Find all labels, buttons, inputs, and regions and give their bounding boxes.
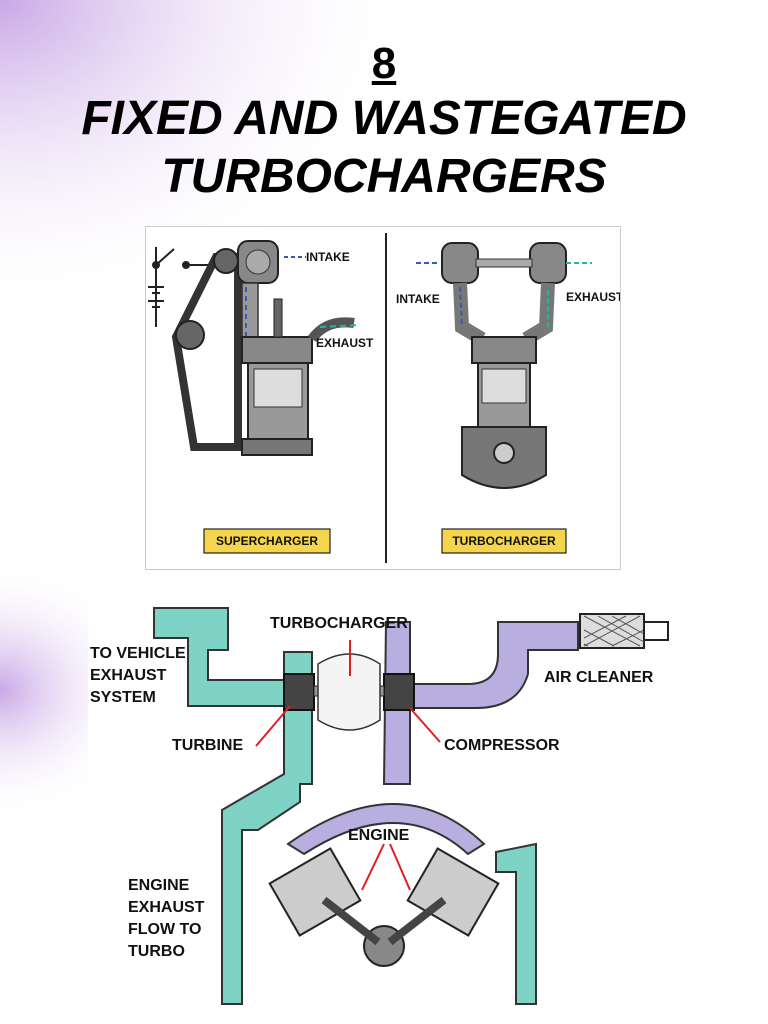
turbocharger-panel: INTAKE EXHAUST TURBOCHARGER [396,242,620,554]
turbo-system-diagram: TURBOCHARGER TO VEHICLE EXHAUST SYSTEM A… [90,607,669,1005]
spark-plug [273,298,283,338]
exhaust-flow-label-4: TURBO [128,943,185,960]
turbocharger-tag-text: TURBOCHARGER [452,534,556,548]
turbocharger-intake-label: INTAKE [396,292,440,306]
piston [253,368,303,408]
turbo-piston [481,368,527,404]
comparison-diagram: INTAKE EXHAUST SUPERCHARGER [148,233,620,563]
air-inlet-pipe [643,621,669,641]
supercharger-intake-label: INTAKE [306,250,350,264]
turbo-shaft [475,258,533,268]
v-engine [268,847,500,967]
to-vehicle-label-1: TO VEHICLE [90,645,186,662]
crankcase [241,438,313,456]
right-cylinder [406,847,500,937]
turbocharger-exhaust-label: EXHAUST [566,290,620,304]
exhaust-flow-label-1: ENGINE [128,877,190,894]
supercharger-turbocharger-figure: INTAKE EXHAUST SUPERCHARGER [145,226,621,570]
supercharger-exhaust-label: EXHAUST [316,336,374,350]
compressor-label: COMPRESSOR [444,737,560,754]
left-cylinder [268,847,362,937]
turbo-turbine-wheel [529,242,567,284]
engine-label: ENGINE [348,827,410,844]
turbocharger-label: TURBOCHARGER [270,615,408,632]
title-line-1: FIXED AND WASTEGATED [81,92,687,145]
exhaust-duct [153,607,537,1005]
to-vehicle-label-3: SYSTEM [90,689,156,706]
exhaust-flow-label-2: EXHAUST [128,899,205,916]
turbo-compressor-wheel [441,242,479,284]
supercharger-tag-text: SUPERCHARGER [216,534,318,548]
turbo-crankshaft [493,442,515,464]
turbo-system-figure: TURBOCHARGER TO VEHICLE EXHAUST SYSTEM A… [88,604,672,1024]
to-vehicle-label-2: EXHAUST [90,667,167,684]
slide-number: 8 [371,39,397,88]
title-line-2: TURBOCHARGERS [161,150,607,203]
air-cleaner-label: AIR CLEANER [544,669,654,686]
turbine-wheel [283,673,315,711]
title-block: 8 FIXED AND WASTEGATED TURBOCHARGERS [0,38,768,206]
supercharger-panel: INTAKE EXHAUST SUPERCHARGER [148,240,374,554]
belt-pulley-top [213,248,239,274]
supercharger-tag [203,528,331,554]
belt-pulley-mid [175,320,205,350]
drive-belt [171,253,242,451]
center-housing [317,653,381,731]
exhaust-flow-label-3: FLOW TO [128,921,201,938]
turbine-label: TURBINE [172,737,243,754]
cylinder-head [241,336,313,364]
label-pointers [255,640,441,891]
compressor-wheel [383,673,415,711]
turbocharger-tag [441,528,567,554]
battery-icon [148,247,210,327]
intake-duct [286,621,579,856]
intake-pipe [241,282,259,344]
turbo-cylinder-head [471,336,537,364]
